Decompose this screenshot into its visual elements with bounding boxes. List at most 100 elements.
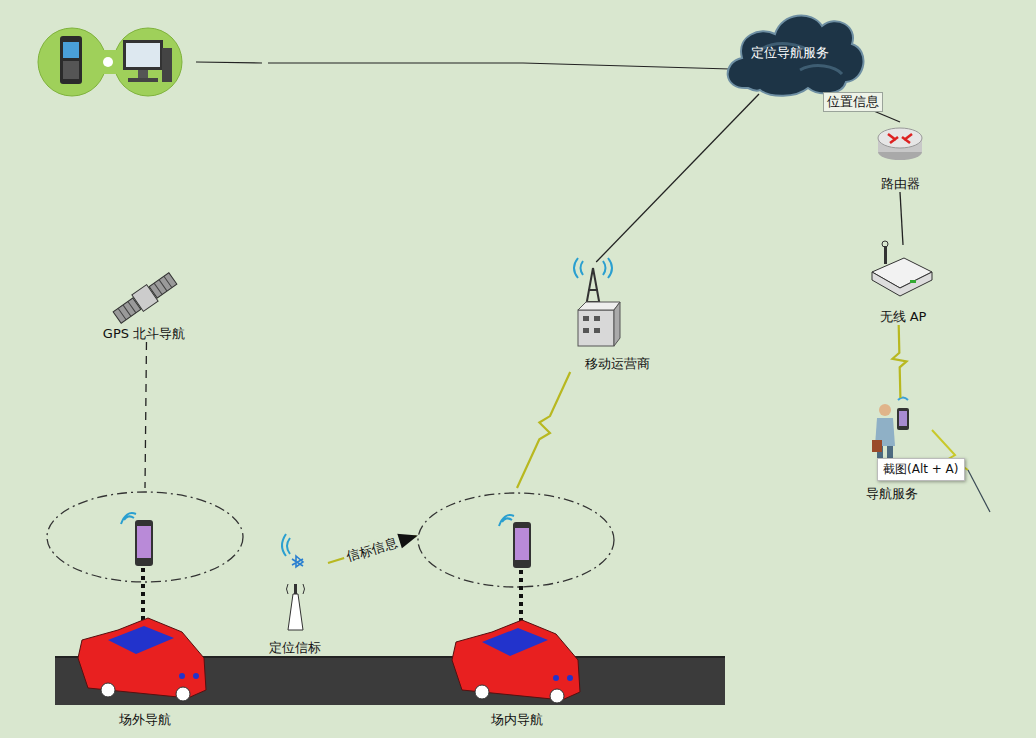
car-illustration — [101, 683, 115, 697]
terminal-icons — [123, 40, 163, 70]
car-illustration — [452, 620, 580, 703]
phone-icon — [135, 520, 153, 566]
phone-icon — [513, 522, 531, 568]
edge-label: 位置信息 — [823, 92, 883, 112]
cloud-service: 定位导航服务 — [728, 12, 852, 94]
access-point-node: 无线 AP — [860, 245, 946, 325]
car-illustration — [176, 687, 190, 701]
car-illustration — [78, 618, 206, 698]
car-illustration — [452, 620, 580, 700]
tower-icon — [574, 258, 620, 346]
coverage-ellipse — [47, 492, 614, 587]
outdoor-car-node: 场外导航 — [44, 488, 246, 728]
car-illustration — [108, 626, 174, 654]
phone-icon — [121, 513, 136, 524]
car-illustration — [78, 618, 206, 701]
tower-icon — [614, 302, 620, 346]
cloud-shape — [728, 16, 864, 96]
person-icon — [897, 408, 909, 430]
car-illustration — [482, 628, 548, 656]
car-illustration — [553, 675, 559, 681]
tooltip-label: 截图(Alt + A) — [877, 458, 965, 481]
beacon-icon — [294, 584, 297, 594]
edge-label: 信标信息 — [342, 532, 403, 566]
node-caption: 定位信标 — [262, 640, 328, 656]
satellite-icon — [118, 276, 172, 320]
wireless-link — [517, 372, 570, 488]
person-icon — [872, 440, 882, 452]
user-node: 导航服务 — [850, 398, 934, 502]
tower-icon — [578, 302, 620, 310]
terminal-icons — [162, 48, 172, 82]
link-line — [196, 62, 730, 69]
wireless-link — [892, 325, 906, 398]
node-caption: 无线 AP — [860, 309, 946, 325]
tower-icon — [594, 328, 600, 333]
terminal-icons — [138, 70, 148, 78]
car-illustration — [475, 685, 489, 699]
signal-bolt — [968, 470, 990, 512]
node-caption: GPS 北斗导航 — [82, 326, 206, 342]
wired-link — [900, 192, 903, 245]
wired-link — [596, 94, 759, 262]
person-icon — [899, 411, 907, 426]
terminal-icons — [63, 42, 79, 58]
satellite-icon — [132, 285, 158, 312]
beacon-icon — [288, 594, 303, 630]
tower-icon — [574, 258, 612, 278]
beacon-icon — [287, 584, 305, 594]
tower-icon — [578, 310, 614, 346]
satellite-icon — [111, 270, 178, 325]
tower-icon — [583, 328, 589, 333]
ap-icon — [910, 280, 916, 283]
terminal-icons — [126, 43, 160, 67]
tower-icon — [594, 316, 600, 321]
terminal-icons — [38, 28, 182, 96]
phone-icon — [499, 515, 514, 526]
ap-icon — [872, 272, 932, 296]
terminal-icons — [60, 36, 82, 84]
phone-icon — [515, 528, 529, 560]
beacon-node: 定位信标 — [262, 532, 328, 656]
mount-line — [143, 568, 521, 632]
router-icon — [878, 128, 922, 160]
mount-line — [143, 568, 521, 632]
person-icon — [872, 398, 909, 465]
beacon-icon — [292, 556, 303, 567]
terminal-icons — [103, 57, 113, 67]
beacon-icon — [282, 534, 305, 630]
ap-icon — [872, 241, 932, 296]
cloud-shape — [728, 16, 864, 96]
link-line — [196, 62, 730, 69]
tower-icon — [583, 316, 589, 321]
terminal-icons — [63, 61, 79, 79]
terminal-icons — [114, 28, 182, 96]
tower-icon — [583, 316, 600, 333]
satellite-node: GPS 北斗导航 — [82, 272, 206, 342]
satellite-link — [145, 342, 146, 488]
router-icon — [878, 128, 922, 148]
node-caption: 场外导航 — [44, 712, 246, 728]
indoor-car-node: 场内导航 — [416, 488, 618, 728]
operator-node: 移动运营商 — [565, 262, 669, 372]
person-icon — [879, 404, 891, 416]
node-caption: 定位导航服务 — [728, 45, 852, 61]
car-illustration — [193, 673, 199, 679]
terminal-icons — [95, 50, 125, 74]
ap-icon — [884, 246, 887, 264]
ap-icon — [882, 241, 888, 247]
beacon-icon — [282, 534, 290, 556]
node-caption: 移动运营商 — [565, 356, 669, 372]
router-icon — [888, 134, 912, 143]
phone-icon — [121, 513, 531, 568]
car-illustration — [567, 675, 573, 681]
car-illustration — [179, 673, 185, 679]
car-illustration — [550, 689, 564, 703]
router-node: 路由器 — [868, 122, 932, 192]
node-caption: 导航服务 — [850, 486, 934, 502]
node-caption: 路由器 — [868, 176, 932, 192]
coverage-ellipse — [418, 493, 614, 587]
phone-icon — [137, 526, 151, 558]
terminal-icons — [128, 78, 158, 82]
